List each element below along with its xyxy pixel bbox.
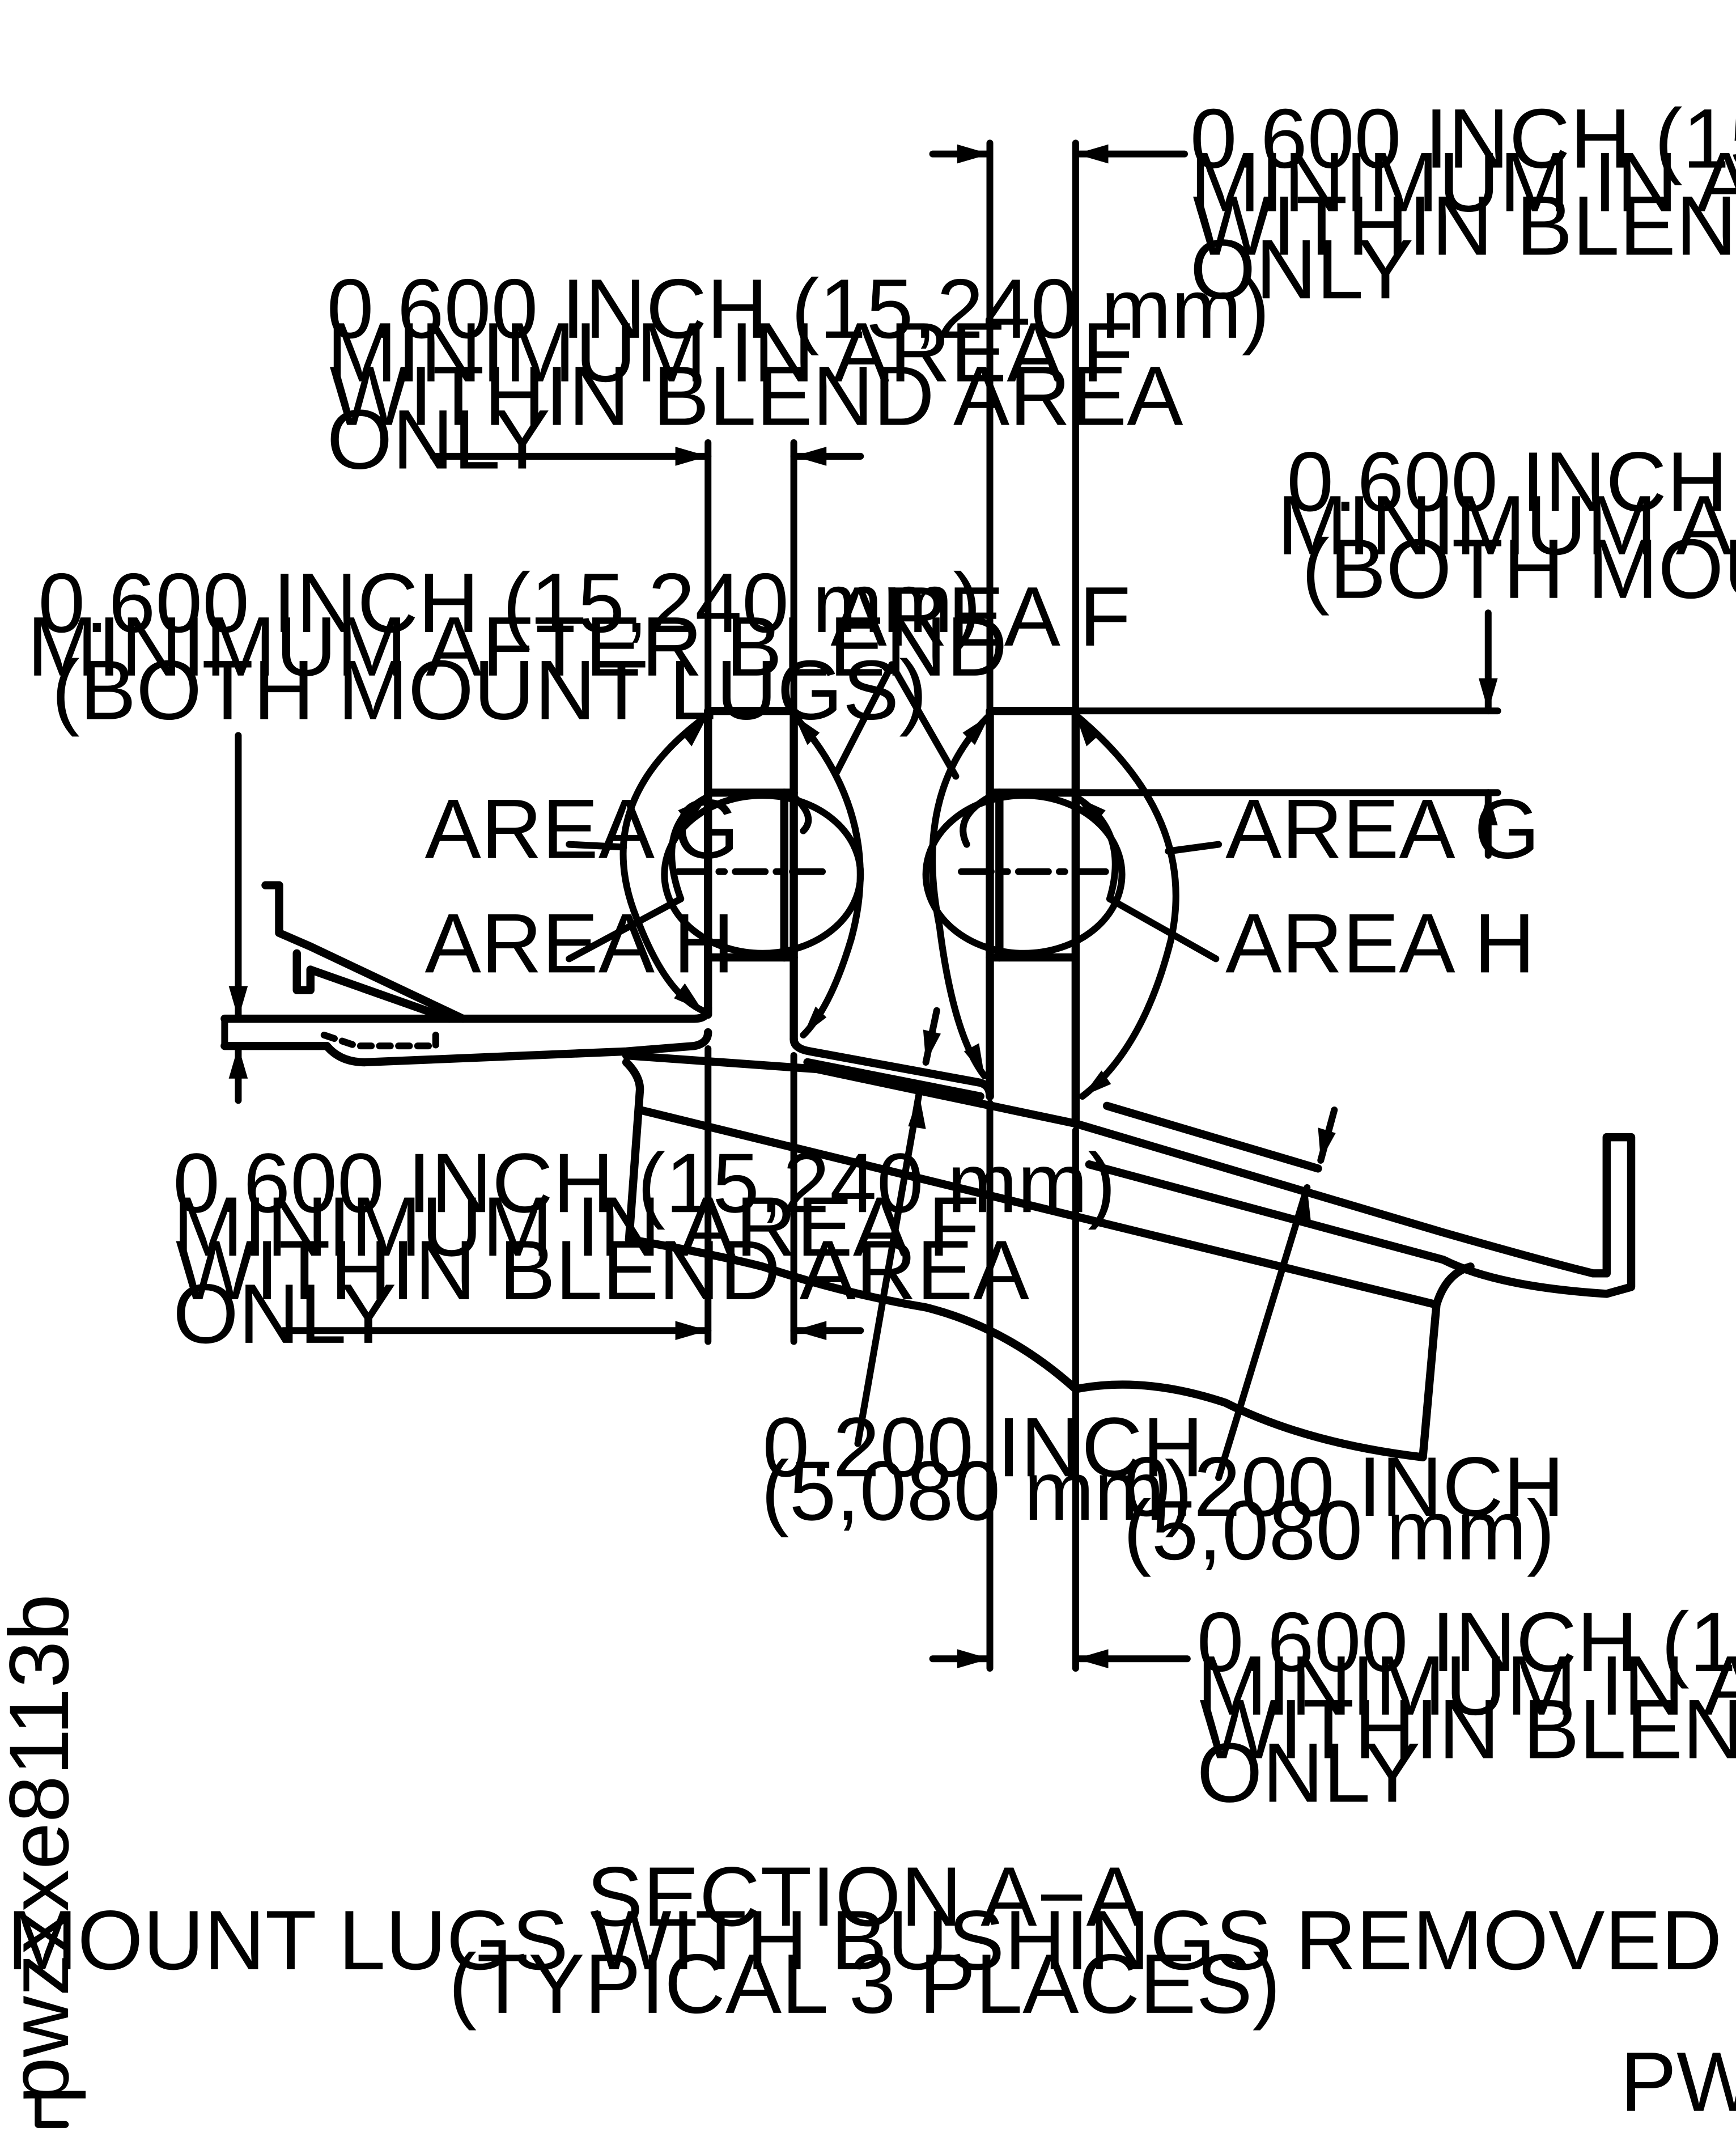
svg-text:MINIMUM IN AREA H: MINIMUM IN AREA H [1197, 1638, 1736, 1733]
section-caption: SECTION A−A MOUNT LUGS WITH BUSHINGS REM… [7, 1849, 1722, 2031]
area-leaders [566, 661, 1223, 1100]
svg-text:ONLY: ONLY [173, 1266, 397, 1361]
svg-text:MINIMUM IN AREA F: MINIMUM IN AREA F [173, 1179, 979, 1274]
area-h-right-label: AREA H [1225, 896, 1535, 990]
area-g-left-label: AREA G [425, 782, 740, 876]
svg-text:(5,080 mm): (5,080 mm) [1123, 1483, 1555, 1578]
svg-text:ONLY: ONLY [1190, 222, 1414, 316]
area-g-right-label: AREA G [1225, 782, 1540, 876]
svg-text:ONLY: ONLY [1197, 1725, 1421, 1820]
footer-code: PWV [1620, 2034, 1736, 2129]
svg-text:WITHIN BLEND AREA: WITHIN BLEND AREA [1199, 1682, 1736, 1777]
svg-text:SECTION A−A: SECTION A−A [587, 1849, 1143, 1944]
svg-text:WITHIN BLEND AREA: WITHIN BLEND AREA [329, 349, 1183, 443]
figure-id: pwzxxe8113b [0, 1594, 86, 2128]
callout-thickness-left: 0.200 INCH (5,080 mm) [761, 1400, 1204, 1538]
svg-text:WITHIN BLEND AREA: WITHIN BLEND AREA [176, 1223, 1030, 1317]
svg-text:(BOTH MOUNT LUGS): (BOTH MOUNT LUGS) [52, 643, 927, 737]
svg-text:(BOTH MOUNT LUGS): (BOTH MOUNT LUGS) [1302, 522, 1736, 616]
callout-bottom-right: 0.600 INCH (15,240 mm) MINIMUM IN AREA H… [1197, 1595, 1736, 1820]
svg-text:(5,080 mm): (5,080 mm) [761, 1443, 1192, 1538]
svg-text:0.200 INCH: 0.200 INCH [762, 1400, 1203, 1494]
svg-text:0.600 INCH (15,240 mm): 0.600 INCH (15,240 mm) [1190, 91, 1736, 186]
svg-text:0.600 INCH (15,240 mm): 0.600 INCH (15,240 mm) [327, 261, 1270, 356]
area-h-left-label: AREA H [425, 896, 735, 990]
callout-top-right: 0.600 INCH (15,240 mm) MINIMUM IN AREA F… [1190, 91, 1736, 317]
svg-text:0.600 INCH (15,240 mm): 0.600 INCH (15,240 mm) [38, 556, 981, 650]
svg-text:(TYPICAL 3 PLACES): (TYPICAL 3 PLACES) [449, 1936, 1281, 2031]
callout-left-after-blend: 0.600 INCH (15,240 mm) MINIMUM AFTER BLE… [27, 556, 1007, 737]
callout-lower-left: 0.600 INCH (15,240 mm) MINIMUM IN AREA F… [173, 1135, 1116, 1361]
callout-upper-left: 0.600 INCH (15,240 mm) MINIMUM IN AREA F… [327, 261, 1270, 487]
area-f-label: AREA F [830, 569, 1131, 664]
svg-text:MINIMUM AFTER BLEND: MINIMUM AFTER BLEND [27, 599, 1007, 694]
extension-lines [221, 139, 1501, 1672]
svg-text:0.600 INCH (15,240 mm): 0.600 INCH (15,240 mm) [173, 1135, 1116, 1230]
dimension-arrows [228, 144, 1498, 1669]
svg-text:0.600 INCH (15,240 mm): 0.600 INCH (15,240 mm) [1197, 1595, 1736, 1689]
svg-text:WITHIN BLEND AREA: WITHIN BLEND AREA [1192, 178, 1736, 273]
svg-text:MINIMUM AFTER BLEND: MINIMUM AFTER BLEND [1277, 478, 1736, 573]
svg-text:ONLY: ONLY [327, 392, 551, 487]
svg-text:MINIMUM IN AREA F: MINIMUM IN AREA F [327, 305, 1134, 400]
svg-text:0.200 INCH: 0.200 INCH [1123, 1439, 1564, 1534]
svg-text:MINIMUM IN AREA F: MINIMUM IN AREA F [1190, 135, 1736, 230]
right-mount-lug [922, 706, 1126, 1128]
callout-thickness-right: 0.200 INCH (5,080 mm) [1123, 1439, 1564, 1578]
callout-right-after-blend: 0.600 INCH (15,240 mm) MINIMUM AFTER BLE… [1277, 434, 1736, 616]
svg-text:pwzxxe8113b: pwzxxe8113b [0, 1594, 86, 2104]
svg-text:MOUNT LUGS WITH BUSHINGS REMOV: MOUNT LUGS WITH BUSHINGS REMOVED [7, 1893, 1722, 1987]
svg-text:0.600 INCH (15,240 mm): 0.600 INCH (15,240 mm) [1287, 434, 1736, 529]
